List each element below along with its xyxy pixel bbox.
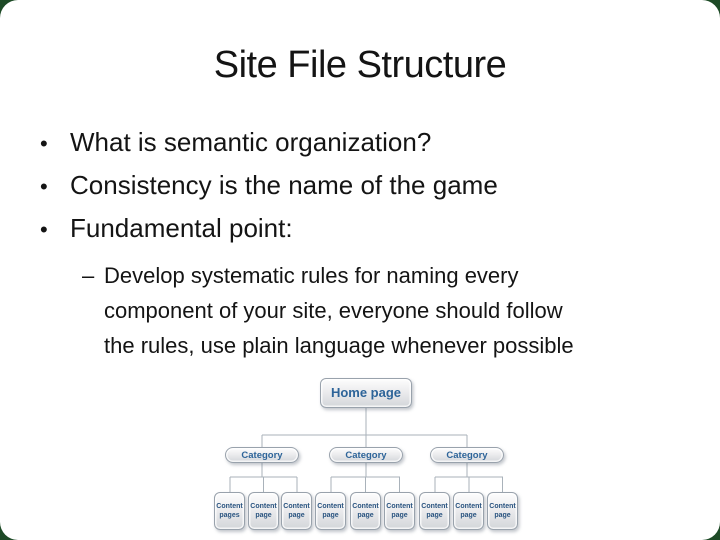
diagram-node-category-3: Category bbox=[430, 447, 504, 463]
site-structure-diagram: Home page Category Category Category Con… bbox=[200, 376, 530, 534]
sub-bullet-line: component of your site, everyone should … bbox=[104, 298, 563, 323]
bullet-list: • What is semantic organization? • Consi… bbox=[40, 121, 680, 250]
bullet-text: What is semantic organization? bbox=[70, 127, 432, 157]
bullet-marker: • bbox=[40, 217, 48, 242]
diagram-node-category-1: Category bbox=[225, 447, 299, 463]
sub-bullet-item: – Develop systematic rules for naming ev… bbox=[82, 258, 662, 363]
slide-title: Site File Structure bbox=[213, 44, 507, 86]
diagram-node-category-2: Category bbox=[329, 447, 403, 463]
diagram-node-content-page-4: Content page bbox=[315, 492, 346, 530]
bullet-text: Consistency is the name of the game bbox=[70, 170, 498, 200]
sub-bullet-marker: – bbox=[82, 263, 95, 288]
bullet-item: • What is semantic organization? bbox=[40, 121, 680, 164]
diagram-node-content-page-5: Content page bbox=[350, 492, 381, 530]
diagram-node-content-page-3: Content page bbox=[281, 492, 312, 530]
connector-lines bbox=[229, 408, 503, 492]
diagram-node-home-page: Home page bbox=[320, 378, 412, 408]
sub-bullet-line: Develop systematic rules for naming ever… bbox=[104, 263, 519, 288]
diagram-node-content-page-9: Content page bbox=[487, 492, 518, 530]
bullet-text: Fundamental point: bbox=[70, 213, 293, 243]
diagram-node-content-page-2: Content page bbox=[248, 492, 279, 530]
diagram-node-content-page-1: Content pages bbox=[214, 492, 245, 530]
sub-bullet-line: the rules, use plain language whenever p… bbox=[104, 333, 574, 358]
sub-bullet-text: Develop systematic rules for naming ever… bbox=[104, 258, 574, 363]
diagram-node-content-page-8: Content page bbox=[453, 492, 484, 530]
bullet-marker: • bbox=[40, 131, 48, 156]
bullet-item: • Consistency is the name of the game bbox=[40, 164, 680, 207]
bullet-marker: • bbox=[40, 174, 48, 199]
bullet-item: • Fundamental point: bbox=[40, 207, 680, 250]
diagram-node-content-page-7: Content page bbox=[419, 492, 450, 530]
diagram-node-content-page-6: Content page bbox=[384, 492, 415, 530]
